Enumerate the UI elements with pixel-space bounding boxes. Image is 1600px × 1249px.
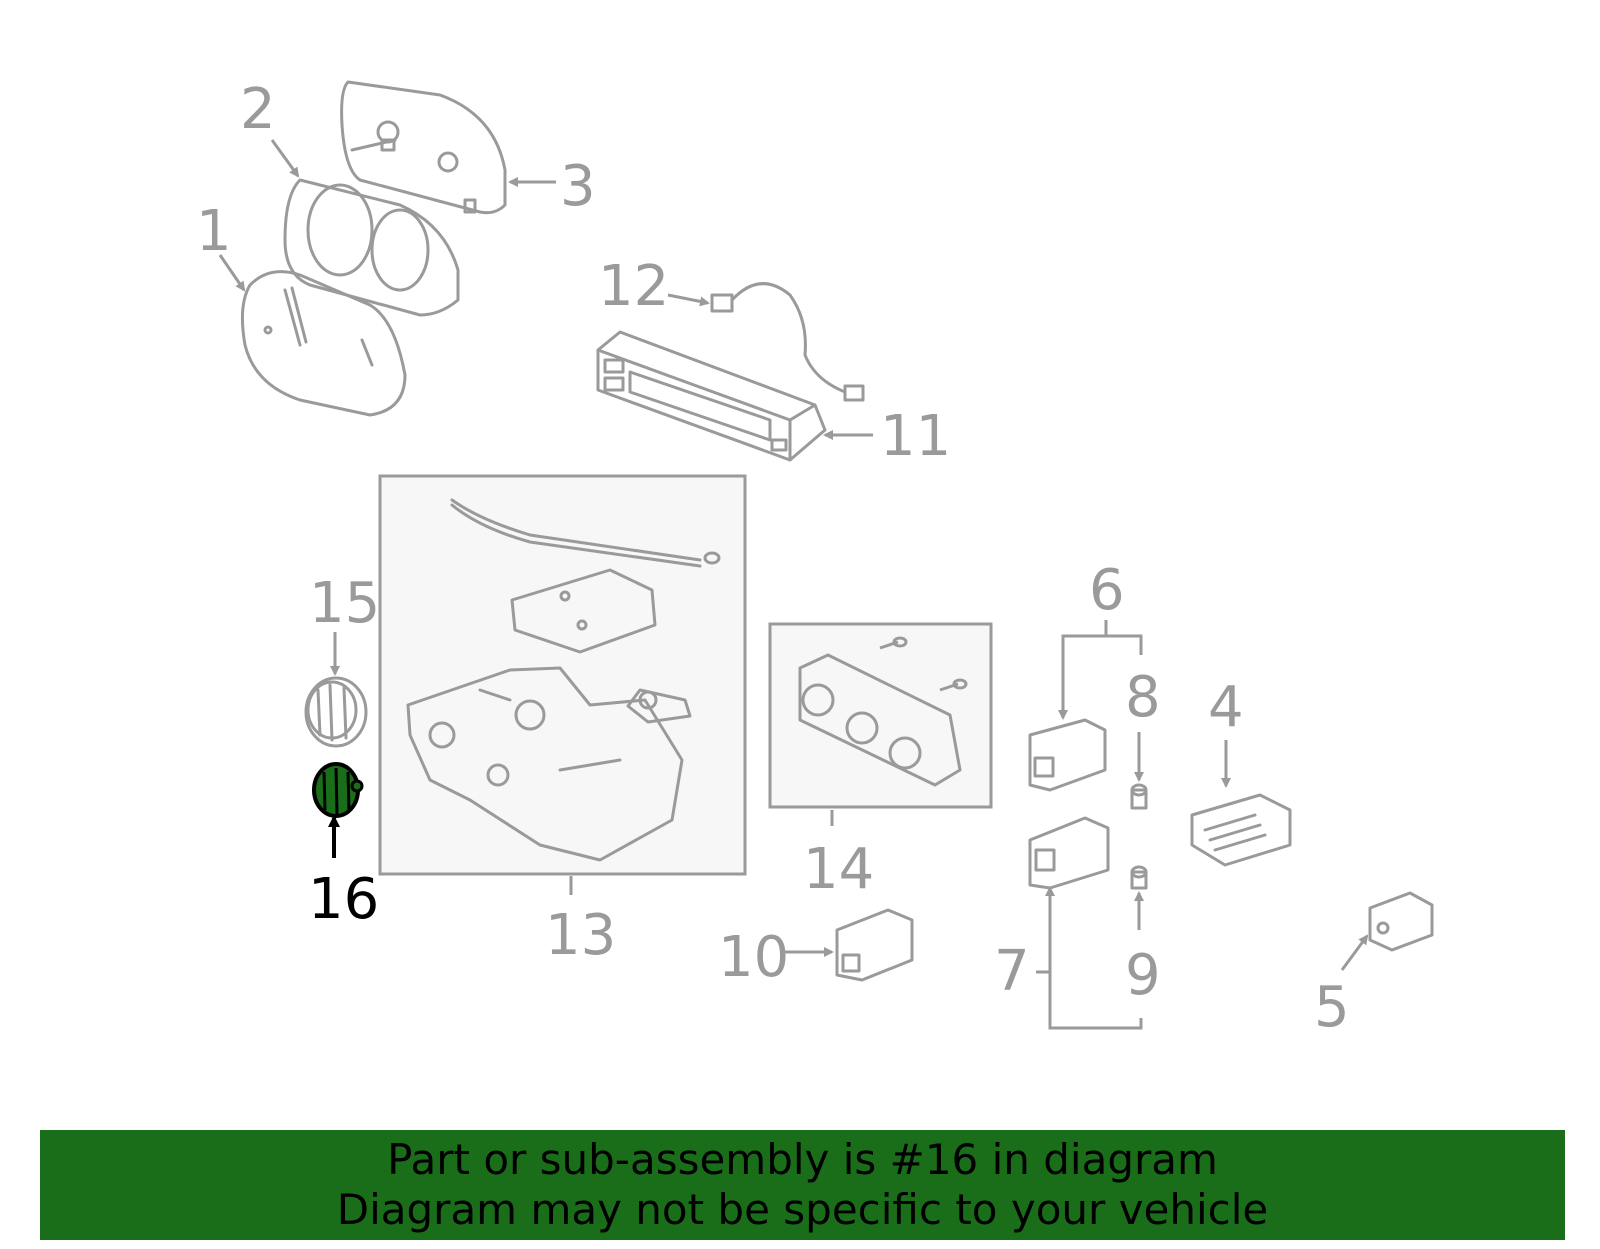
part-3-gauge-assembly [340, 80, 507, 215]
callout-9: 9 [1125, 943, 1161, 1008]
part-14-control-panel [768, 622, 993, 809]
callout-10: 10 [718, 925, 789, 990]
part-1-cluster-lens [240, 270, 407, 417]
part-6-switch [1028, 718, 1107, 792]
info-banner: Part or sub-assembly is #16 in diagram D… [40, 1130, 1565, 1240]
part-10-switch [835, 908, 914, 982]
callout-3: 3 [560, 154, 596, 219]
leader-7-bracket [1045, 886, 1143, 1030]
leader-2 [270, 139, 300, 178]
part-9-bulb [1130, 865, 1148, 890]
leader-6-bracket [1058, 620, 1108, 720]
part-2-cluster-bezel [283, 178, 460, 317]
callout-14: 14 [803, 837, 874, 902]
callout-8: 8 [1125, 665, 1161, 730]
callout-6: 6 [1089, 558, 1125, 623]
part-13-climate-control-assembly [378, 474, 747, 876]
part-12-wire-harness [710, 282, 865, 402]
banner-line-part: Part or sub-assembly is #16 in diagram [387, 1135, 1218, 1184]
callout-2: 2 [240, 77, 276, 142]
callout-12: 12 [598, 254, 669, 319]
callout-7: 7 [994, 939, 1030, 1004]
callout-15: 15 [309, 571, 380, 636]
banner-line-disclaimer: Diagram may not be specific to your vehi… [336, 1185, 1269, 1234]
callout-11: 11 [880, 404, 951, 469]
part-4-switch [1190, 793, 1292, 867]
leader-1 [218, 254, 246, 292]
leader-12 [667, 293, 710, 307]
part-16-knob-highlighted [312, 762, 364, 818]
callout-5: 5 [1314, 975, 1350, 1040]
callout-13: 13 [545, 903, 616, 968]
part-8-bulb [1130, 783, 1148, 810]
part-5-switch [1368, 891, 1434, 952]
part-11-display-unit [596, 330, 827, 462]
callout-1: 1 [196, 199, 232, 264]
leader-6-bracket-right [1106, 634, 1143, 655]
part-15-knob [304, 676, 368, 748]
callout-16: 16 [308, 867, 379, 932]
leader-5 [1340, 934, 1369, 971]
part-7-switch [1028, 816, 1110, 890]
callout-4: 4 [1208, 675, 1244, 740]
